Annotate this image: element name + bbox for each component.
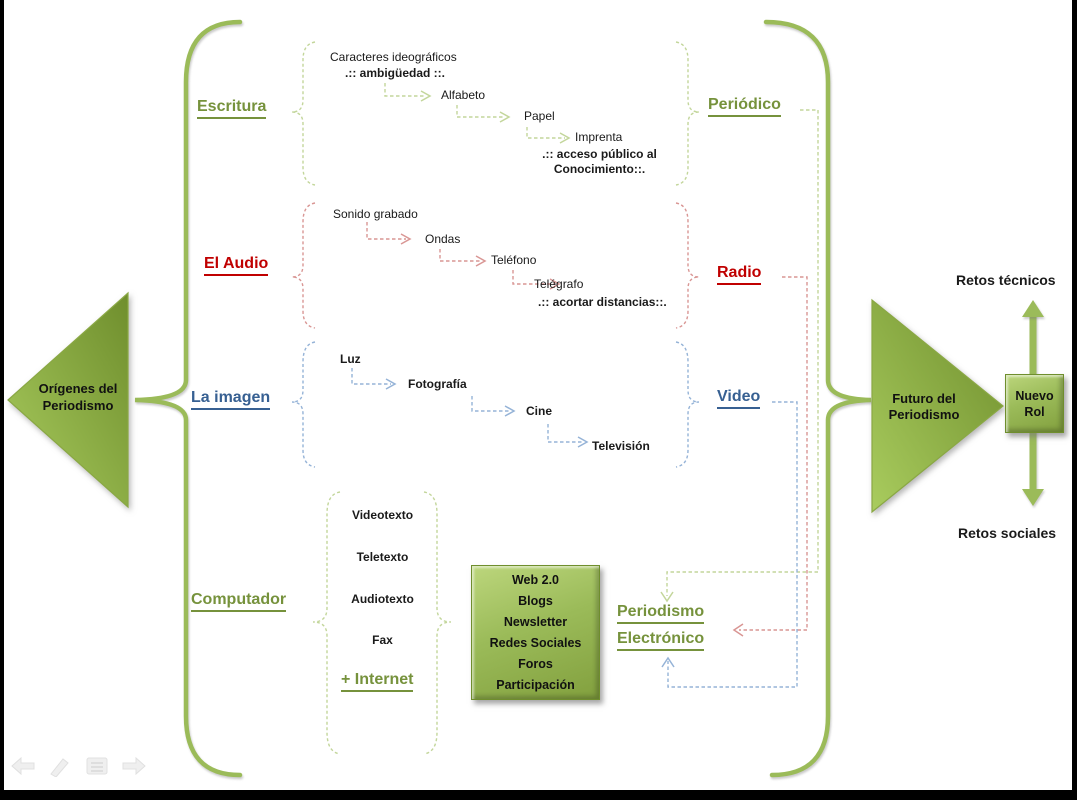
arrowhead xyxy=(385,378,397,390)
node-sonido-grabado: Sonido grabado xyxy=(333,207,418,221)
label-retos-sociales: Retos sociales xyxy=(958,525,1057,541)
pen-icon[interactable] xyxy=(47,755,73,777)
node-fotografia: Fotografía xyxy=(408,377,467,391)
back-arrow-icon[interactable] xyxy=(10,755,36,777)
arrowhead xyxy=(475,255,487,267)
arrowhead xyxy=(559,132,571,144)
label-el-audio: El Audio xyxy=(204,255,269,276)
note-acortar-distancias: .:: acortar distancias::. xyxy=(538,295,667,309)
arrow-ambiguedad-alfabeto xyxy=(384,83,426,97)
audio-brace-right xyxy=(675,202,700,329)
webbox-line: Redes Sociales xyxy=(489,635,582,650)
imagen-brace-left xyxy=(291,341,316,468)
label-computador: Computador xyxy=(191,591,287,612)
right-giant-brace xyxy=(763,19,872,778)
label-escritura: Escritura xyxy=(197,98,267,119)
computador-brace-right xyxy=(423,491,452,755)
node-luz: Luz xyxy=(340,352,361,366)
arrow-luz-fotografia xyxy=(351,368,391,385)
label-internet: + Internet xyxy=(341,671,414,692)
arrowhead-up xyxy=(661,656,675,668)
arrow-ondas-telefono xyxy=(439,249,481,262)
node-audiotexto: Audiotexto xyxy=(351,592,414,606)
webbox-line: Newsletter xyxy=(503,614,568,629)
web20-box: Web 2.0 Blogs Newsletter Redes Sociales … xyxy=(471,565,600,700)
label-periodismo-electronico: Periodismo Electrónico xyxy=(617,603,705,657)
node-cine: Cine xyxy=(526,404,553,418)
arrow-alfabeto-papel xyxy=(456,105,505,118)
connector-periodico-electronico xyxy=(666,109,819,596)
node-alfabeto: Alfabeto xyxy=(441,88,486,102)
retos-arrowhead-bottom xyxy=(1022,489,1044,506)
arrow-telefono-telegrafo xyxy=(512,270,555,285)
connector-radio-electronico xyxy=(739,276,808,631)
arrowhead xyxy=(420,90,432,102)
arrowhead xyxy=(549,278,561,290)
label-video: Video xyxy=(717,388,761,409)
node-teletexto: Teletexto xyxy=(356,550,409,564)
label-periodico: Periódico xyxy=(708,96,781,117)
screen-edge-left xyxy=(0,0,4,800)
webbox-line: Foros xyxy=(518,656,553,671)
retos-arrowhead-top xyxy=(1022,300,1044,317)
origins-triangle xyxy=(7,291,129,509)
forward-arrow-icon[interactable] xyxy=(121,755,147,777)
arrow-papel-imprenta xyxy=(526,127,565,139)
node-telefono: Teléfono xyxy=(491,253,537,267)
label-retos-tecnicos: Retos técnicos xyxy=(956,272,1056,288)
node-videotexto: Videotexto xyxy=(351,508,414,522)
future-triangle xyxy=(871,298,1004,514)
node-television: Televisión xyxy=(592,439,650,453)
webbox-line: Web 2.0 xyxy=(511,572,559,587)
node-imprenta: Imprenta xyxy=(575,130,623,144)
note-ambiguedad: .:: ambigüedad ::. xyxy=(345,66,445,80)
arrow-fotografia-cine xyxy=(471,396,510,412)
imagen-brace-right xyxy=(675,341,700,468)
node-caracteres-ideograficos: Caracteres ideográficos xyxy=(330,50,457,64)
screen-edge-right xyxy=(1072,0,1077,800)
arrowhead xyxy=(504,405,516,417)
computador-brace-left xyxy=(312,491,341,755)
node-telegrafo: Telégrafo xyxy=(534,277,584,291)
arrowhead xyxy=(577,436,589,448)
arrowhead-left xyxy=(732,623,744,637)
arrowhead-down xyxy=(660,591,674,603)
screen-edge-bottom xyxy=(0,790,1077,800)
arrow-sonido-ondas xyxy=(366,222,406,240)
node-ondas: Ondas xyxy=(425,232,461,246)
escritura-brace-left xyxy=(291,41,316,186)
webbox-line: Participación xyxy=(496,677,575,692)
escritura-brace-right xyxy=(675,41,700,186)
label-la-imagen: La imagen xyxy=(191,389,271,410)
audio-brace-left xyxy=(291,202,316,329)
arrowhead xyxy=(499,111,511,123)
label-radio: Radio xyxy=(717,264,762,285)
slides-menu-icon[interactable] xyxy=(84,755,110,777)
arrowhead xyxy=(400,233,412,245)
presenter-controls xyxy=(10,755,147,777)
left-giant-brace xyxy=(134,19,243,778)
webbox-line: Blogs xyxy=(518,593,553,608)
arrow-cine-television xyxy=(547,424,583,443)
node-papel: Papel xyxy=(524,109,555,123)
node-fax: Fax xyxy=(372,633,393,647)
